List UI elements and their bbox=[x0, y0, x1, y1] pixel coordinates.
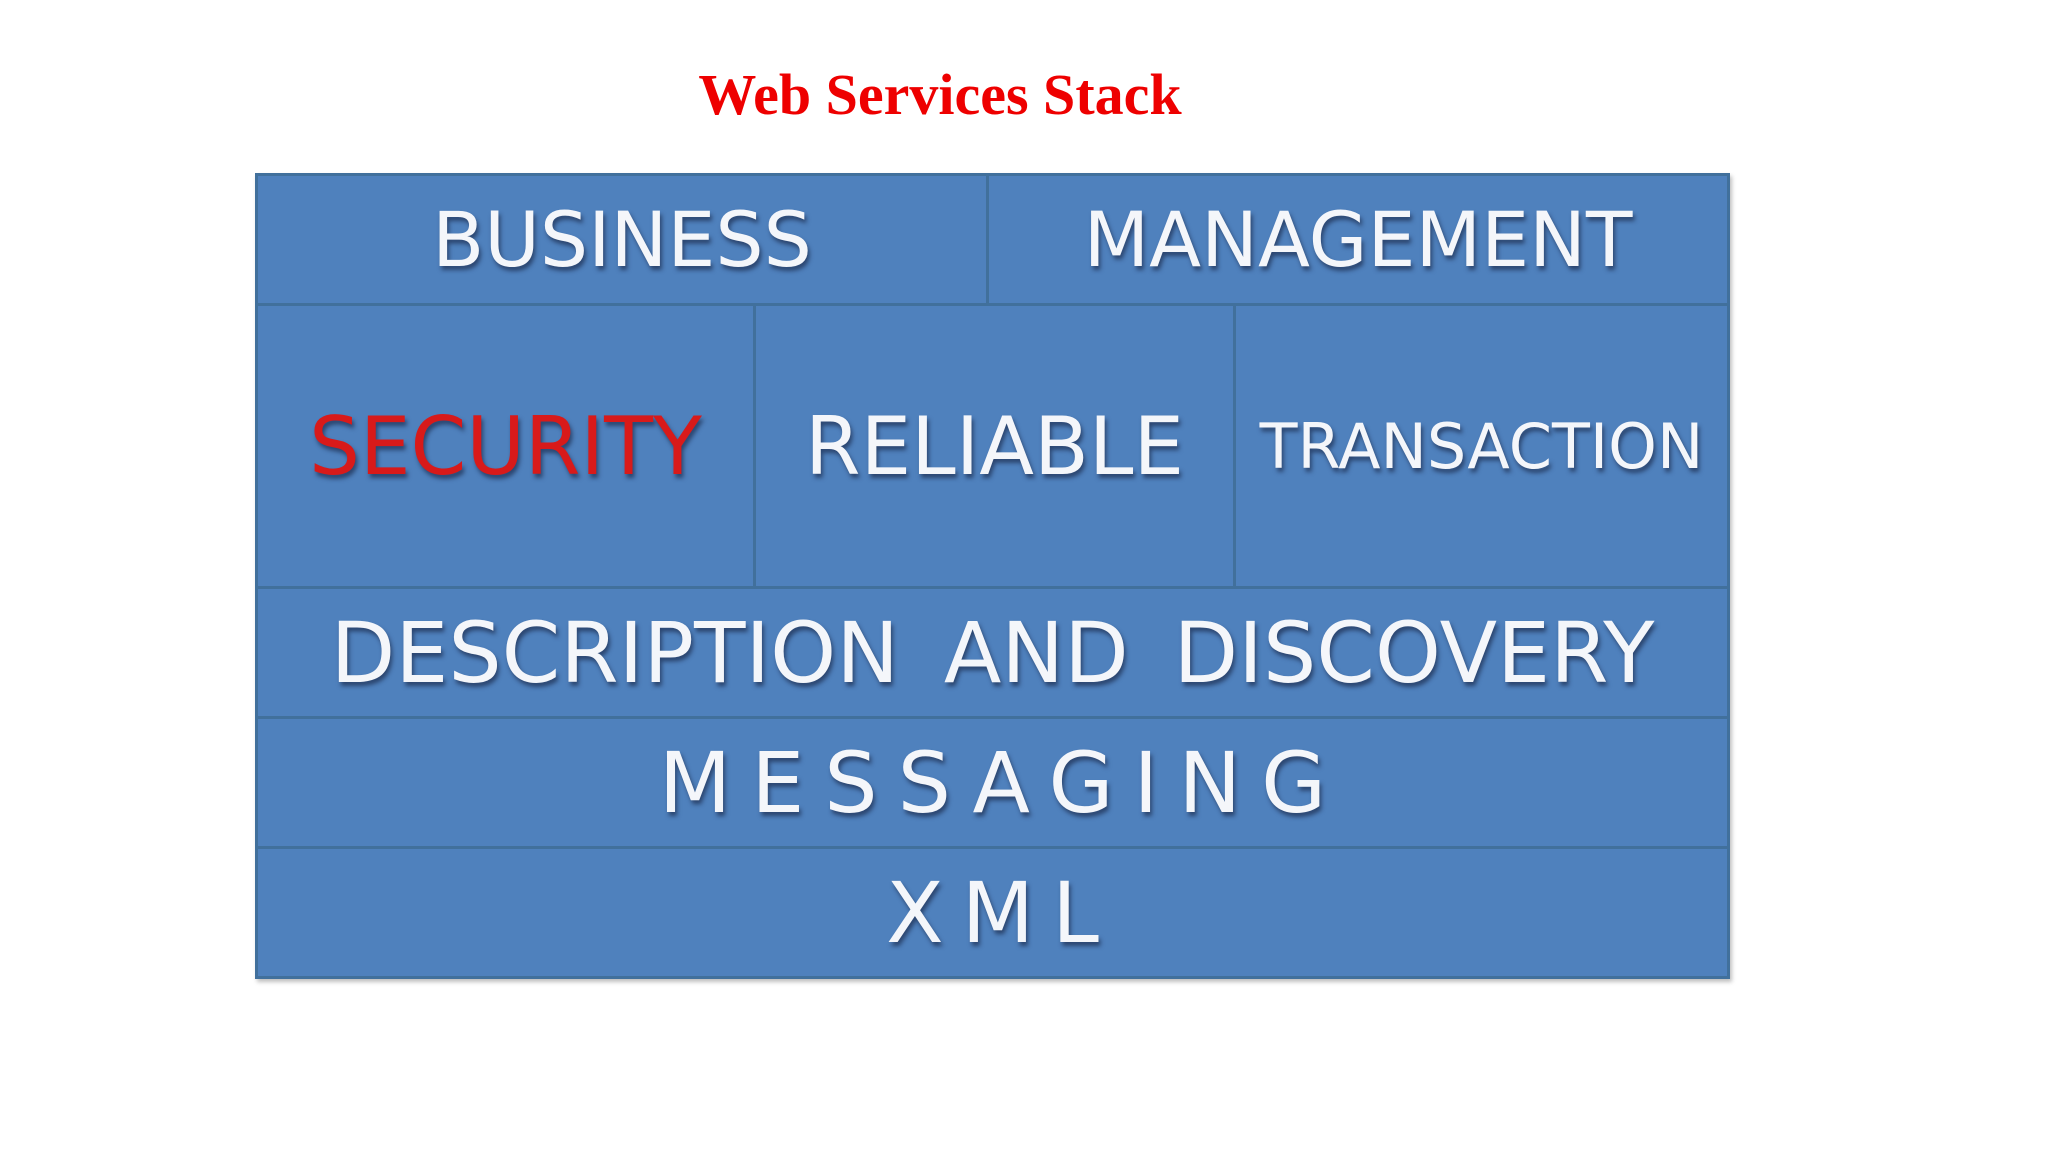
layer-security: SECURITY bbox=[309, 399, 702, 493]
layer-business: BUSINESS bbox=[432, 195, 812, 284]
layer-reliable: RELIABLE bbox=[804, 399, 1185, 493]
divider bbox=[258, 303, 1727, 306]
diagram-title: Web Services Stack bbox=[698, 62, 1182, 127]
divider bbox=[986, 176, 989, 303]
layer-description-and-discovery: DESCRIPTION AND DISCOVERY bbox=[330, 603, 1655, 702]
divider bbox=[753, 306, 756, 586]
web-services-stack-diagram: BUSINESS MANAGEMENT SECURITY RELIABLE TR… bbox=[255, 173, 1730, 979]
divider bbox=[258, 716, 1727, 719]
layer-transaction: TRANSACTION bbox=[1259, 409, 1704, 483]
layer-messaging: MESSAGING bbox=[658, 733, 1347, 832]
layer-management: MANAGEMENT bbox=[1083, 195, 1633, 284]
divider bbox=[1233, 306, 1236, 586]
divider bbox=[258, 586, 1727, 589]
divider bbox=[258, 846, 1727, 849]
layer-xml: XML bbox=[886, 863, 1117, 962]
